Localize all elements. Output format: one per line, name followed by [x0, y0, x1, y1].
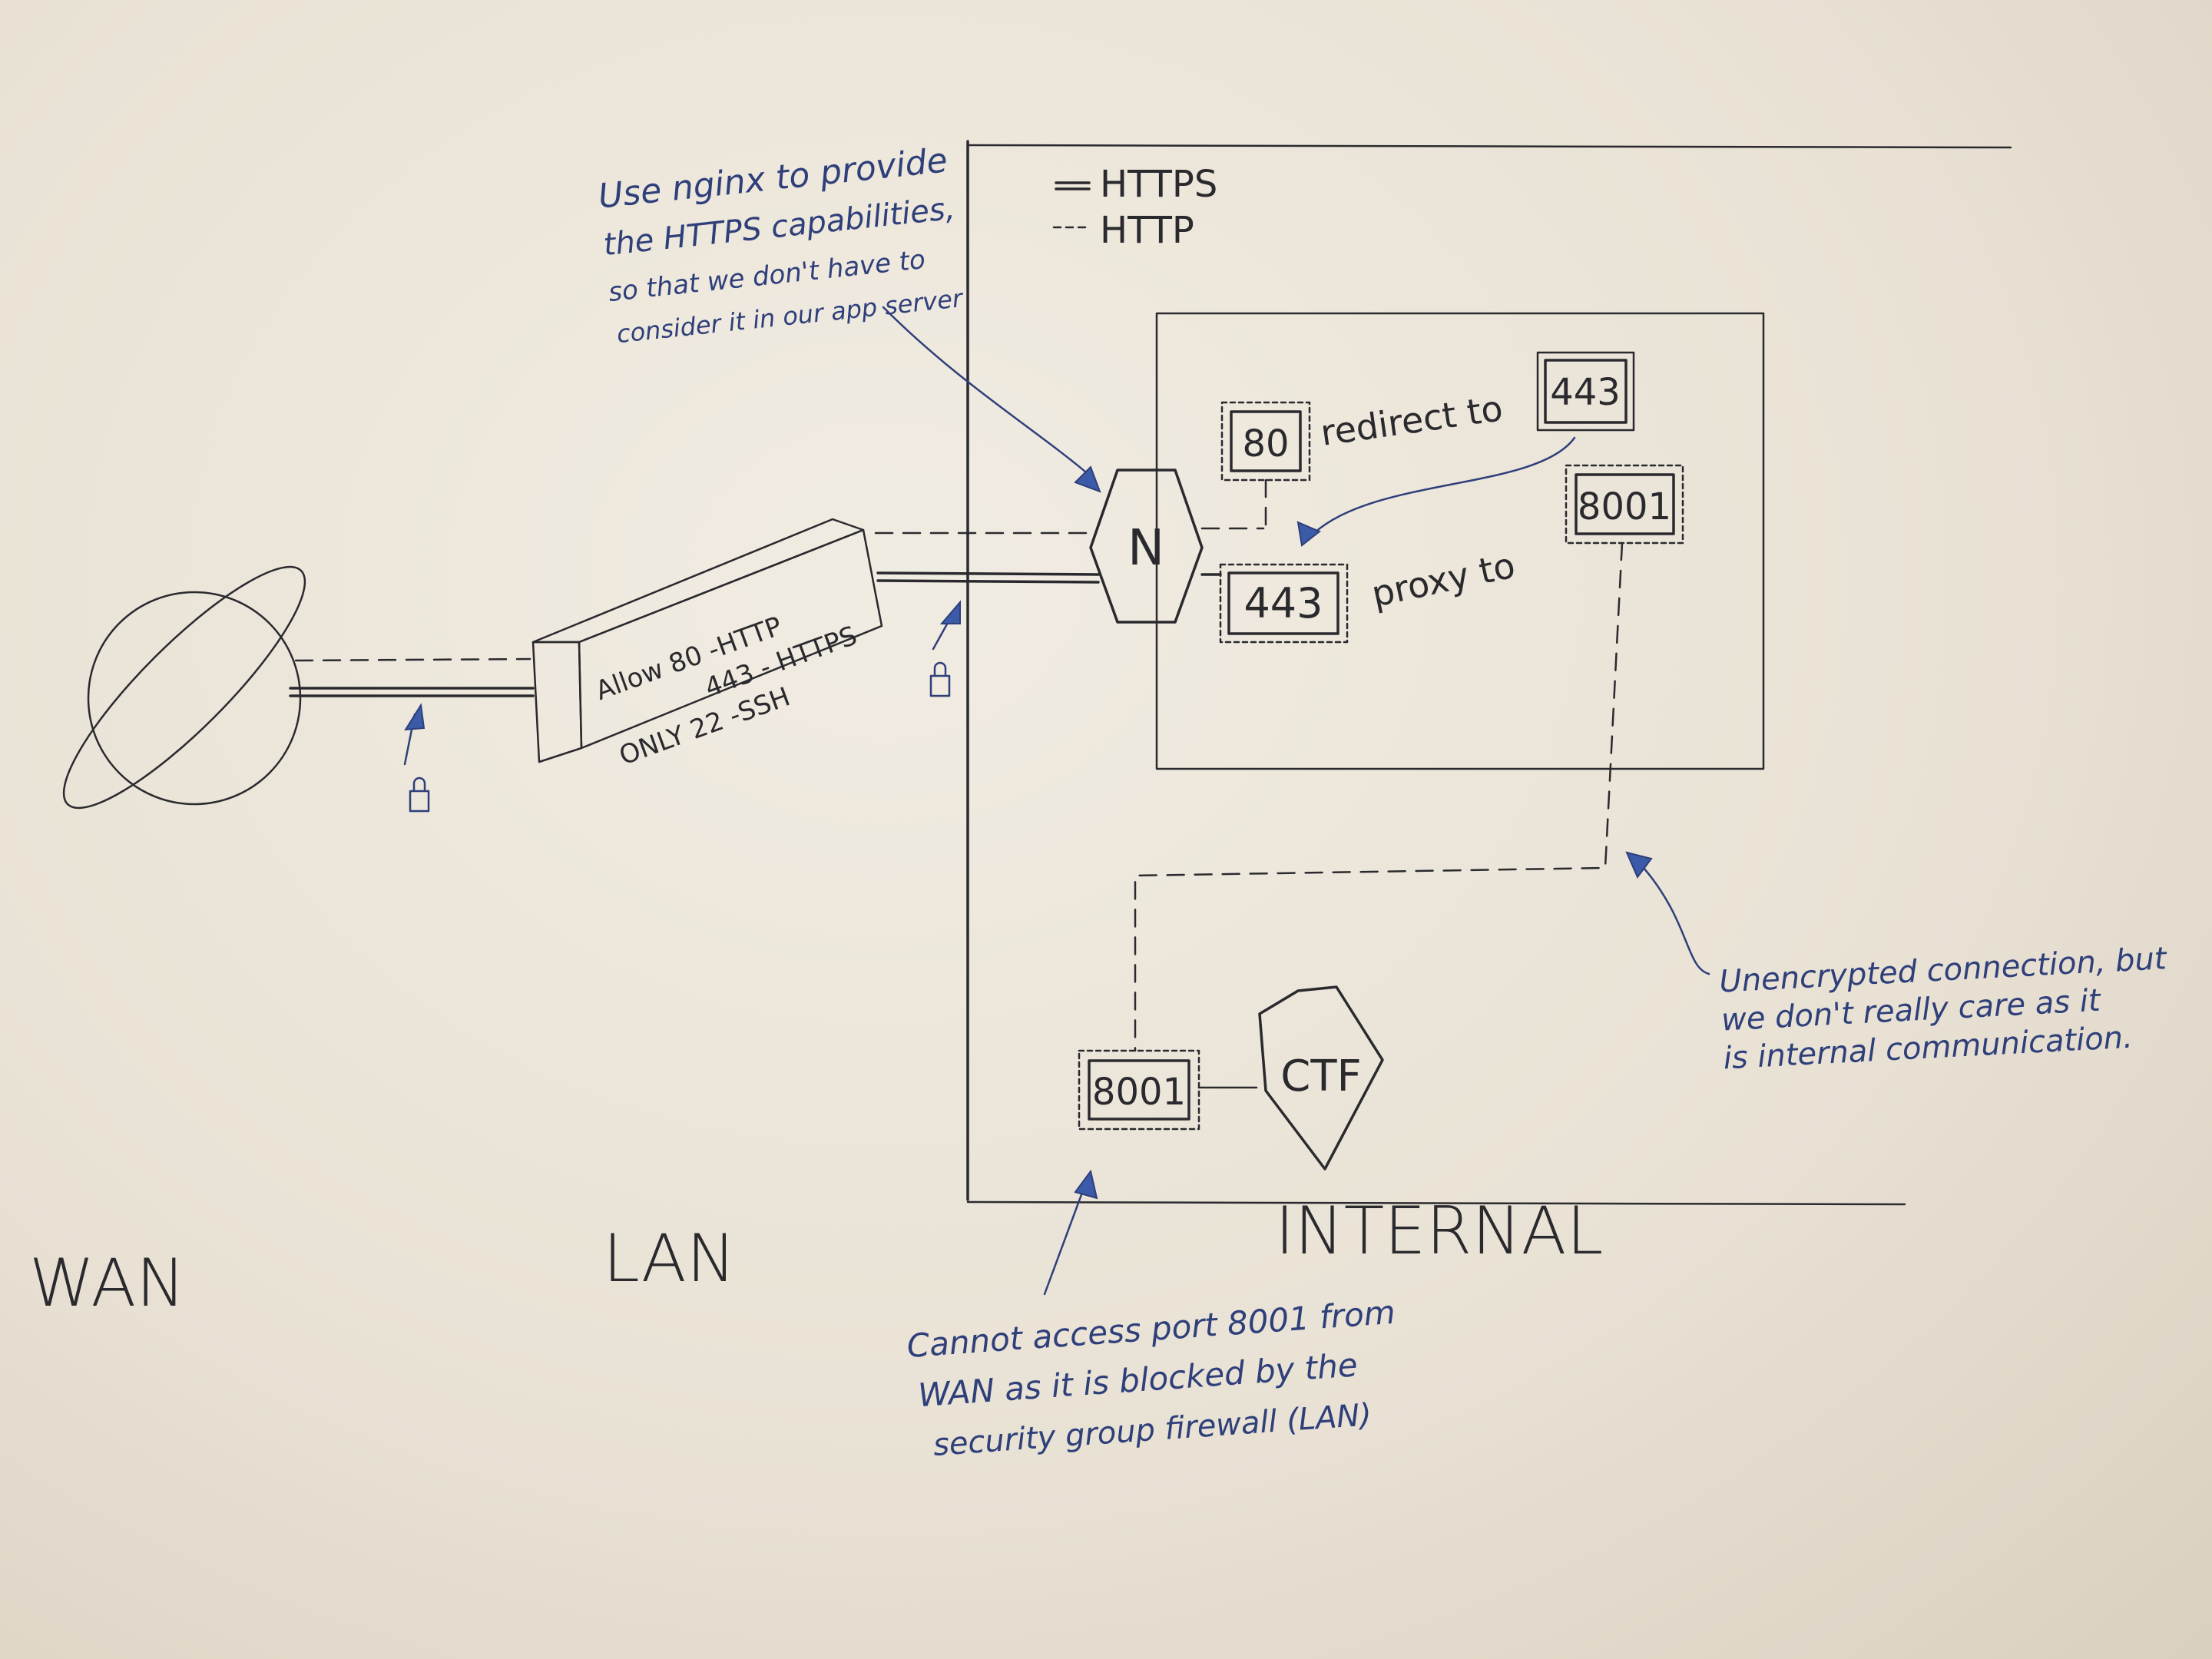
legend: HTTPS HTTP: [1052, 163, 1217, 252]
https-link-lan: [876, 571, 1100, 576]
port-8001-ctf-box: 8001: [1078, 1049, 1200, 1131]
port-443-redirect-target: 443: [1536, 351, 1635, 432]
http-link-wan: [294, 657, 531, 662]
nginx-note-arrow: [882, 306, 1092, 478]
firewall: Allow 80 -HTTP 443 - HTTPS ONLY 22 -SSH: [531, 518, 883, 772]
svg-text:443: 443: [1550, 371, 1621, 414]
nginx-label: N: [1128, 520, 1164, 577]
lock-icon: [409, 777, 430, 813]
port-8001-proxy-target: 8001: [1565, 464, 1684, 545]
svg-text:443: 443: [1243, 579, 1323, 628]
port-note: Cannot access port 8001 from WAN as it i…: [906, 1293, 1396, 1463]
internal-top-boundary: [966, 144, 2012, 149]
internet-globe-icon: [62, 565, 306, 810]
legend-http: HTTP: [1100, 209, 1194, 252]
firewall-rule-22: ONLY 22 -SSH: [615, 681, 794, 771]
redirect-label: redirect to: [1318, 387, 1505, 454]
unencrypted-note-arrow: [1642, 866, 1710, 975]
zone-wan-label: WAN: [29, 1245, 186, 1322]
svg-text:8001: 8001: [1092, 1071, 1186, 1114]
ctf-label: CTF: [1280, 1051, 1362, 1101]
zone-internal-label: INTERNAL: [1275, 1193, 1603, 1270]
nginx-node: N: [1089, 469, 1204, 624]
proxy-label: proxy to: [1368, 545, 1518, 615]
nginx-note: Use nginx to provide the HTTPS capabilit…: [597, 141, 965, 349]
internal-http-link: [1134, 541, 1624, 1052]
port-443-box: 443: [1219, 563, 1349, 644]
port-note-arrow: [1043, 1189, 1084, 1296]
legend-https: HTTPS: [1100, 163, 1217, 206]
ctf-node: CTF: [1258, 985, 1384, 1171]
svg-text:80: 80: [1242, 422, 1289, 465]
lock-icon: [929, 661, 951, 697]
internal-bottom-boundary: [966, 1200, 1906, 1206]
nginx-server-box: [1155, 312, 1765, 770]
zone-lan-label: LAN: [603, 1220, 736, 1297]
redirect-arrow: [1308, 436, 1576, 539]
svg-text:8001: 8001: [1578, 485, 1671, 528]
port-80-box: 80: [1220, 401, 1311, 482]
unencrypted-note: Unencrypted connection, but we don't rea…: [1718, 941, 2168, 1076]
